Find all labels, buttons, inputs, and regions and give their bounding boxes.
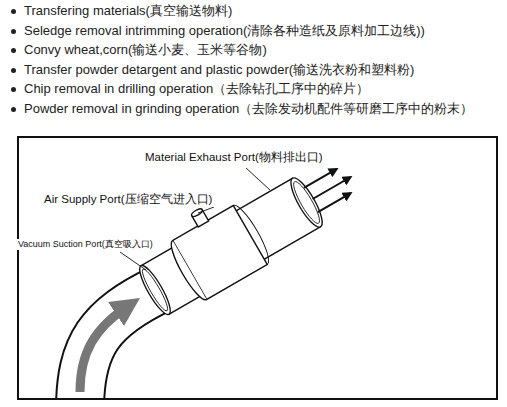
exhaust-arrows <box>304 165 358 212</box>
exhaust-port <box>286 174 328 230</box>
vacuum-conveyor <box>125 135 368 323</box>
list-item: Transfer powder detargent and plastic po… <box>24 62 414 78</box>
list-item: Convy wheat,corn(输送小麦、玉米等谷物) <box>24 42 267 58</box>
suction-hose <box>80 289 160 398</box>
bullet-dot <box>11 68 16 73</box>
flow-arrow <box>80 306 128 392</box>
bullet-dot <box>11 87 16 92</box>
list-item: Transfering materials(真空输送物料) <box>24 3 232 19</box>
bullet-dot <box>11 29 16 34</box>
callout-label: Air Supply Port(压缩空气进入口) <box>42 193 214 207</box>
suction-port <box>135 262 175 317</box>
bullet-dot <box>11 48 16 53</box>
list-item: Chip removal in drilling operation（去除钻孔工… <box>24 81 369 97</box>
callout-label: Material Exhaust Port(物料排出口) <box>143 151 325 165</box>
bullet-dot <box>11 9 16 14</box>
list-item: Seledge removal intrimming operation(清除各… <box>24 23 425 39</box>
callout-label: Vacuum Suction Port(真空吸入口) <box>16 239 155 250</box>
bullet-dot <box>11 107 16 112</box>
leader-lines <box>120 168 270 270</box>
list-item: Powder removal in grinding operation（去除发… <box>24 101 473 117</box>
